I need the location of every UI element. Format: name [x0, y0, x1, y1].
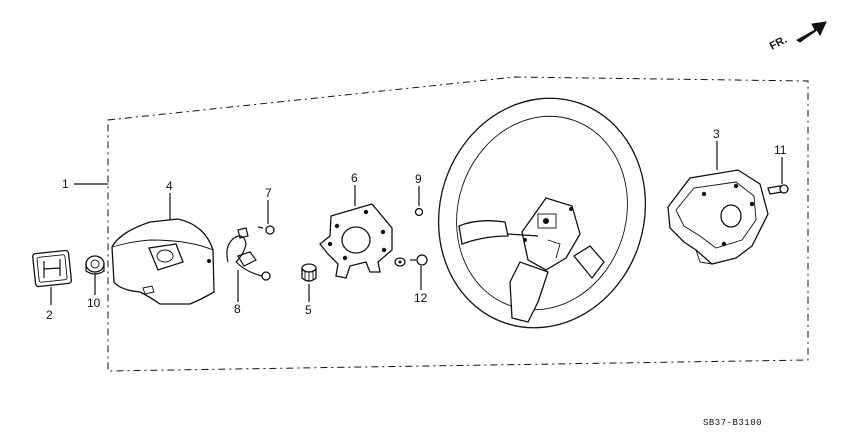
callout-3: 3 [713, 127, 720, 141]
collar-part[interactable] [301, 263, 317, 282]
callout-6: 6 [351, 171, 358, 185]
callout-4: 4 [166, 179, 173, 193]
fr-arrow-icon [796, 21, 827, 43]
emblem-part[interactable] [32, 249, 73, 288]
diagram-code: SB37-B3100 [703, 418, 762, 428]
screw-9-part[interactable] [414, 200, 424, 217]
nut-part[interactable] [85, 255, 105, 275]
horn-pad-part[interactable] [111, 218, 215, 305]
callout-11: 11 [774, 143, 787, 157]
screw-7-part[interactable] [257, 225, 275, 235]
callout-7: 7 [265, 186, 272, 200]
steering-wheel-part[interactable] [409, 71, 675, 355]
horn-plate-part[interactable] [319, 203, 393, 279]
callout-2: 2 [46, 308, 53, 322]
callout-12: 12 [414, 291, 428, 305]
horn-wire-part[interactable] [226, 227, 271, 281]
callout-5: 5 [305, 303, 312, 317]
screw-12-part[interactable] [394, 254, 428, 267]
fr-label: FR. [768, 34, 789, 53]
callout-10: 10 [87, 296, 101, 310]
callout-9: 9 [415, 172, 422, 186]
screw-11-part[interactable] [767, 184, 789, 195]
callout-8: 8 [234, 302, 241, 316]
callout-1: 1 [62, 177, 69, 191]
rear-cover-part[interactable] [667, 169, 769, 265]
assembly-boundary [107, 76, 809, 372]
front-direction-indicator: FR. [768, 21, 827, 53]
